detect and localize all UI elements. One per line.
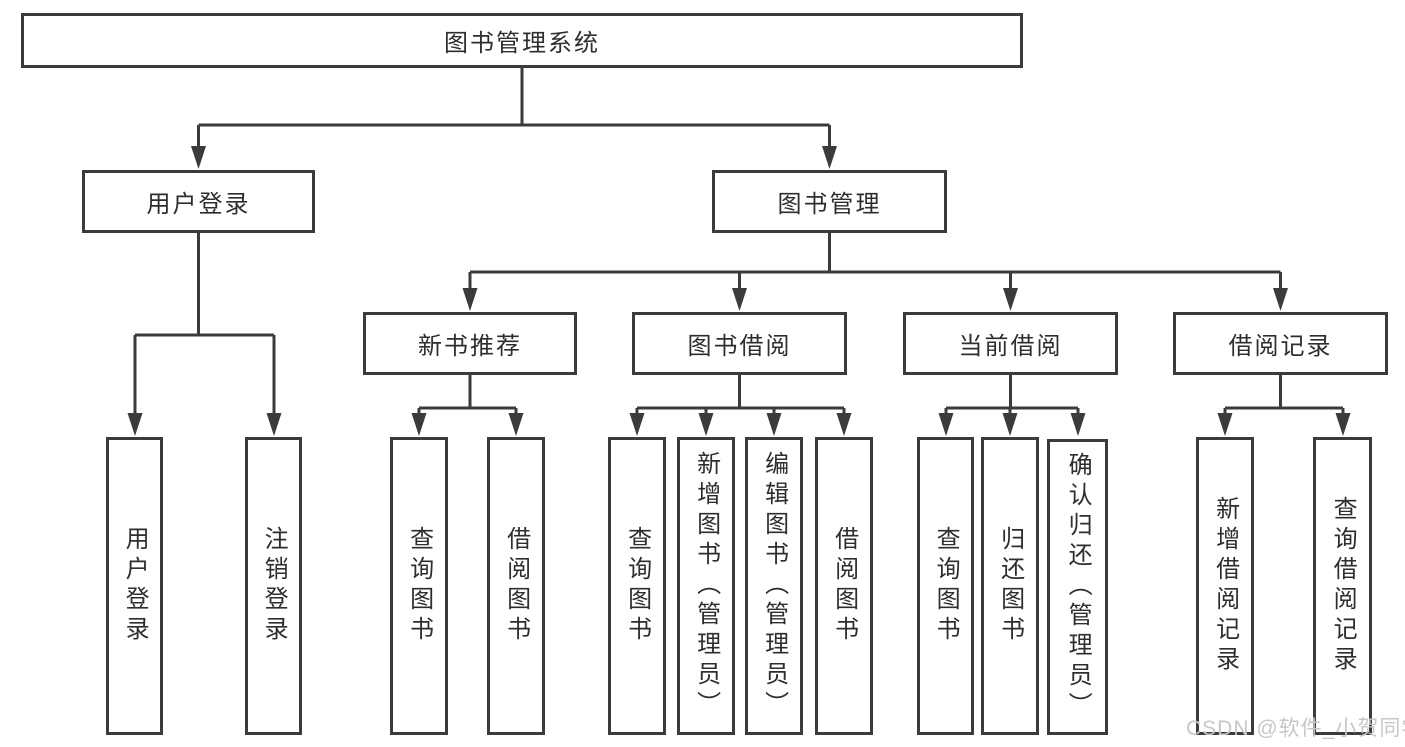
leaf-user-login-label: 用户登录 — [121, 526, 149, 646]
leaf-return-books: 归还图书 — [981, 437, 1039, 735]
node-borrowing-records-label: 借阅记录 — [1228, 333, 1333, 360]
leaf-add-books-admin: 新增图书（管理员） — [677, 437, 735, 735]
arrow-icon — [1217, 413, 1233, 436]
node-book-borrowing: 图书借阅 — [632, 312, 847, 375]
leaf-query-books-3-label: 查询图书 — [932, 526, 960, 646]
leaf-borrow-books-1: 借阅图书 — [487, 437, 545, 735]
leaf-edit-books-admin: 编辑图书（管理员） — [745, 437, 803, 735]
connector-root-to-level2 — [197, 68, 831, 148]
arrow-icon — [822, 146, 837, 169]
arrow-icon — [1002, 413, 1018, 436]
arrow-icon — [191, 146, 206, 169]
leaf-return-books-label: 归还图书 — [996, 526, 1024, 646]
arrow-icon — [508, 413, 524, 436]
leaf-edit-books-admin-label: 编辑图书（管理员） — [760, 451, 788, 721]
arrow-icon — [411, 413, 427, 436]
node-new-book-recommend-label: 新书推荐 — [418, 333, 522, 360]
leaf-query-books-1-label: 查询图书 — [405, 526, 433, 646]
leaf-query-books-2-label: 查询图书 — [623, 526, 651, 646]
node-current-borrowing: 当前借阅 — [903, 312, 1118, 375]
arrow-icon — [1273, 288, 1288, 311]
leaf-logout: 注销登录 — [245, 437, 302, 735]
node-borrowing-records: 借阅记录 — [1173, 312, 1388, 375]
connector-userlogin-to-leaves — [133, 233, 276, 414]
node-root-label: 图书管理系统 — [444, 30, 600, 57]
leaf-confirm-return-admin: 确认归还（管理员） — [1047, 439, 1108, 735]
connector-bookmgmt-to-level3 — [468, 233, 1282, 290]
leaf-add-borrow-record-label: 新增借阅记录 — [1211, 496, 1239, 676]
connector-newbooks-to-leaves — [417, 375, 518, 415]
node-book-management: 图书管理 — [712, 170, 947, 233]
arrow-icon — [266, 413, 282, 436]
csdn-watermark: CSDN @软件_小贺同学 — [1186, 717, 1405, 740]
connector-bookborrow-to-leaves — [635, 375, 846, 415]
arrow-icon — [462, 288, 478, 311]
connector-records-to-leaves — [1223, 375, 1345, 415]
leaf-borrow-books-2: 借阅图书 — [815, 437, 873, 735]
node-current-borrowing-label: 当前借阅 — [958, 333, 1063, 360]
arrowheads — [127, 146, 1351, 436]
leaf-add-borrow-record: 新增借阅记录 — [1196, 437, 1254, 735]
arrow-icon — [938, 413, 954, 436]
arrow-icon — [1335, 413, 1351, 436]
arrow-icon — [698, 413, 714, 436]
arrow-icon — [1003, 288, 1018, 311]
leaf-query-books-3: 查询图书 — [917, 437, 974, 735]
leaf-add-books-admin-label: 新增图书（管理员） — [692, 451, 720, 721]
leaf-user-login: 用户登录 — [106, 437, 163, 735]
arrow-icon — [766, 413, 782, 436]
arrow-icon — [1070, 413, 1086, 436]
node-root: 图书管理系统 — [21, 13, 1023, 68]
arrow-icon — [127, 413, 143, 436]
arrow-icon — [629, 413, 645, 436]
leaf-borrow-books-1-label: 借阅图书 — [502, 526, 530, 646]
arrow-icon — [836, 413, 852, 436]
node-book-borrowing-label: 图书借阅 — [687, 333, 792, 360]
node-user-login-label: 用户登录 — [146, 191, 251, 218]
connector-currentborrow-to-leaves — [944, 375, 1080, 415]
arrow-icon — [732, 288, 747, 311]
node-user-login: 用户登录 — [82, 170, 315, 233]
leaf-query-borrow-record-label: 查询借阅记录 — [1329, 496, 1357, 676]
leaf-logout-label: 注销登录 — [260, 526, 288, 646]
leaf-confirm-return-admin-label: 确认归还（管理员） — [1064, 452, 1092, 722]
leaf-query-borrow-record: 查询借阅记录 — [1313, 437, 1372, 735]
node-new-book-recommend: 新书推荐 — [363, 312, 577, 375]
leaf-borrow-books-2-label: 借阅图书 — [830, 526, 858, 646]
node-book-management-label: 图书管理 — [777, 191, 882, 218]
leaf-query-books-1: 查询图书 — [390, 437, 448, 735]
leaf-query-books-2: 查询图书 — [608, 437, 666, 735]
